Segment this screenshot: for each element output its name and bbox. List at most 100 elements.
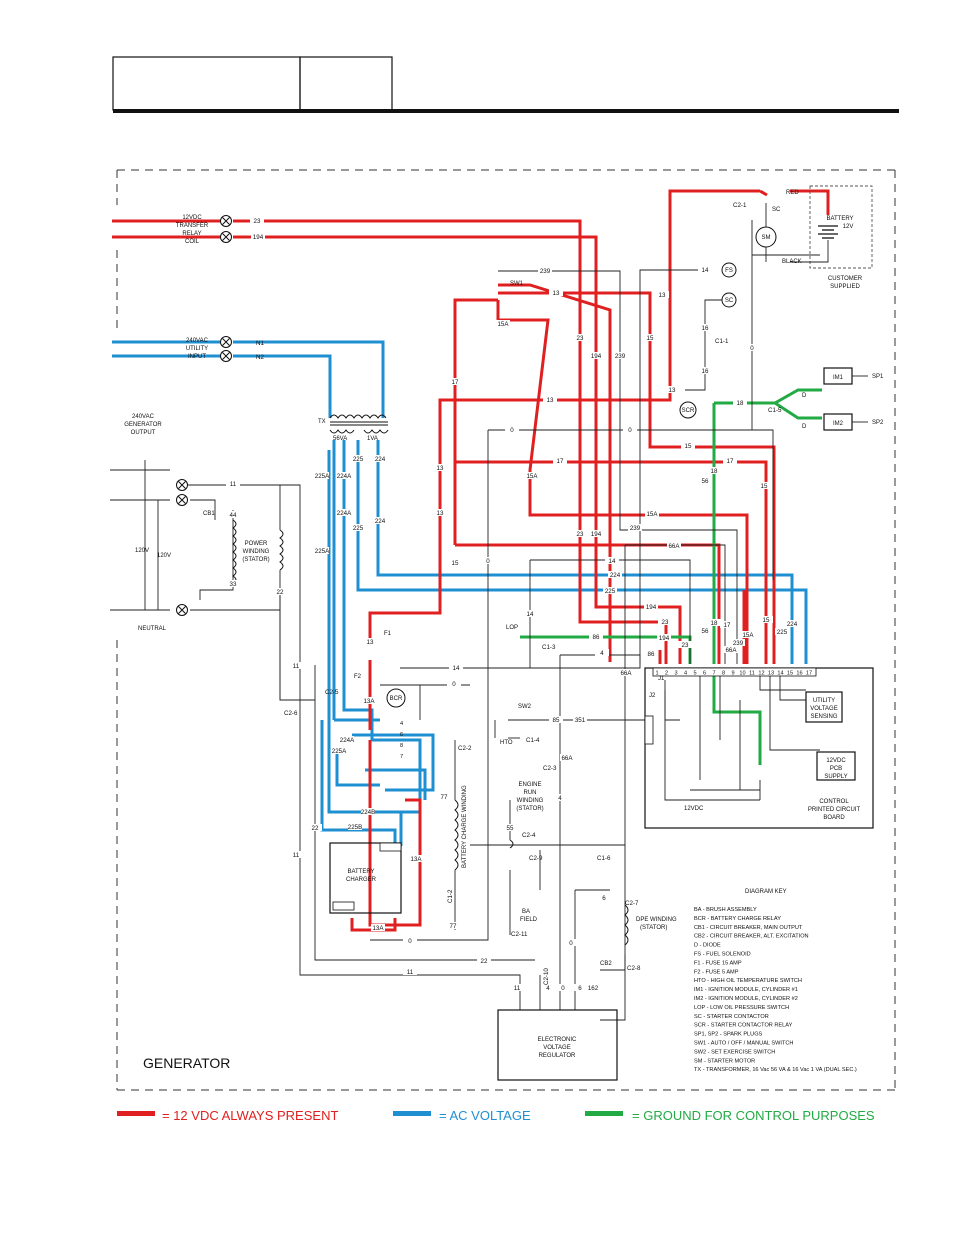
wire-number-label: 17 — [724, 622, 731, 629]
relay-coil-label-4: COIL — [185, 239, 200, 245]
relay-coil-label-3: RELAY — [182, 231, 201, 237]
diagram-key-item: D - DIODE — [694, 943, 721, 949]
relay-coil-label-1: 12VDC — [182, 215, 202, 221]
connector-label: C2-5 — [325, 689, 339, 696]
terminal-lamp-cross — [222, 233, 230, 241]
wire-number-label: 0 — [408, 938, 412, 945]
diagram-key-item: HTO - HIGH OIL TEMPERATURE SWITCH — [694, 978, 802, 984]
wire-label-bg — [437, 793, 451, 800]
connector-label: C2-4 — [522, 832, 536, 839]
wire-number-label: 14 — [527, 611, 534, 618]
wire-label-bg — [477, 957, 491, 964]
wire-label-bg — [373, 455, 387, 462]
wire-label-bg — [589, 530, 603, 537]
wire-number-label: 77 — [450, 923, 457, 930]
utility-input-label-1: 240VAC — [186, 338, 209, 344]
wire-label-bg — [707, 467, 721, 474]
wire-label-bg — [447, 680, 461, 687]
sp2-label: SP2 — [872, 420, 884, 426]
wire-label-bg — [448, 559, 462, 566]
j2-label: J2 — [649, 693, 656, 699]
wire-number-label: 225 — [353, 456, 364, 463]
wire-number-label: 225A — [315, 548, 330, 555]
utility-input-label-2: UTILITY — [186, 346, 208, 352]
terminal-lamp-cross — [178, 496, 186, 504]
legend-text-green: = GROUND FOR CONTROL PURPOSES — [632, 1108, 875, 1123]
j1-pin-number: 17 — [806, 671, 812, 677]
black-label: BLACK — [782, 259, 802, 265]
wire-number-label: 194 — [646, 604, 657, 611]
wire-label-bg — [573, 334, 587, 341]
wire-number-label: 15A — [497, 321, 509, 328]
legend-swatch-blue — [393, 1111, 431, 1116]
wire-number-label: 11 — [514, 985, 521, 992]
wire-number-label: 225A — [315, 473, 330, 480]
wire-label-bg — [315, 547, 329, 554]
transformer — [329, 414, 389, 434]
wire-label-bg — [589, 352, 603, 359]
wire-number-label: 33 — [230, 581, 237, 588]
wire-label-bg — [657, 634, 671, 641]
voltage-regulator — [497, 1009, 618, 1081]
power-winding-label-2: WINDING — [243, 549, 270, 555]
connector-label: C2-6 — [284, 710, 298, 717]
wire-label-bg — [340, 736, 354, 743]
wire-label-bg — [586, 984, 600, 991]
wire-label-bg — [446, 922, 460, 929]
wire-number-label: 0 — [510, 427, 514, 434]
gen-output-label-2: GENERATOR — [124, 422, 162, 428]
wire-label-bg — [371, 924, 385, 931]
connector-label: C2-11 — [511, 931, 528, 938]
engine-run-1: ENGINE — [518, 782, 541, 788]
pcb-supply-2: PCB — [830, 766, 842, 772]
wire-label-bg — [733, 399, 747, 406]
wire-label-bg — [250, 217, 264, 224]
n1-label: N1 — [256, 340, 264, 347]
legend-text-blue: = AC VOLTAGE — [439, 1108, 531, 1123]
wire-number-label: 13A — [372, 925, 384, 932]
legend-swatch-red — [117, 1111, 155, 1116]
wire-label-bg — [613, 352, 627, 359]
wire-label-bg — [628, 524, 642, 531]
j1-pin-number: 1 — [655, 671, 658, 677]
wire-label-bg — [681, 442, 695, 449]
wire-number-label: 15A — [526, 473, 538, 480]
wire-number-label: 22 — [277, 589, 284, 596]
diagram-key-item: SCR - STARTER CONTACTOR RELAY — [694, 1023, 793, 1029]
connector-labels: C2-1C1-1C1-5C1-3C2-5C2-6C1-4C2-2C2-3C2-4… — [284, 202, 782, 985]
sc2-label: SC — [725, 298, 734, 304]
wire-number-label: 23 — [577, 335, 584, 342]
wire-number-label: 194 — [253, 234, 264, 241]
j1-pin-number: 10 — [739, 671, 745, 677]
j1-pin-number: 6 — [703, 671, 706, 677]
wire-number-label: 11 — [293, 852, 300, 859]
diagram-key-title: DIAGRAM KEY — [745, 889, 787, 895]
battery-label-1: BATTERY — [826, 216, 853, 222]
wire-number-label: 0 — [569, 940, 573, 947]
control-board-1: CONTROL — [819, 799, 849, 805]
relay-coil-label-2: TRANSFER — [176, 223, 209, 229]
j1-label: J1 — [658, 676, 665, 682]
wire-label-bg — [351, 524, 365, 531]
wire-label-bg — [741, 631, 755, 638]
battery-label-2: 12V — [843, 224, 854, 230]
wire-number-label: 6 — [602, 895, 606, 902]
diagram-key-item: SW2 - SET EXERCISE SWITCH — [694, 1049, 775, 1055]
sw1-label: SW1 — [510, 281, 524, 287]
wire-label-bg — [707, 619, 721, 626]
wire-number-label: 86 — [593, 634, 600, 641]
wire-number-label: 224A — [337, 510, 352, 517]
diagram-key-item: SM - STARTER MOTOR — [694, 1058, 755, 1064]
wire-number-label: 11 — [293, 663, 300, 670]
j1-pin-number: 4 — [684, 671, 687, 677]
wire-label-bg — [337, 509, 351, 516]
wire-number-label: 18 — [711, 620, 718, 627]
customer-label-1: CUSTOMER — [828, 276, 863, 282]
wire-label-bg — [745, 344, 759, 351]
wire-number-label: 16 — [702, 325, 709, 332]
sc-label: SC — [772, 207, 781, 213]
j1-pin-number: 2 — [665, 671, 668, 677]
wire-number-label: 224A — [340, 737, 355, 744]
